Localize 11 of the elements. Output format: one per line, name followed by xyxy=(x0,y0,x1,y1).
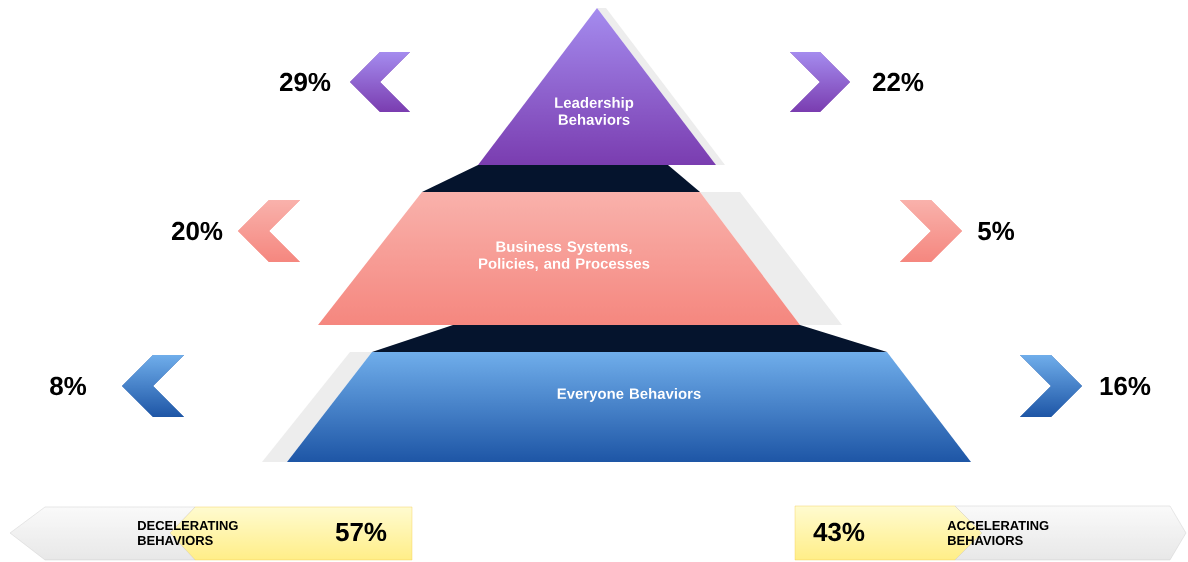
pyramid-tier: Leadership Behaviors xyxy=(478,8,725,165)
percentage-label: 5% xyxy=(978,221,1015,241)
arrow-band: ACCELERATING BEHAVIORS xyxy=(947,505,1187,561)
percentage-label: 20% xyxy=(172,221,223,241)
pyramid-tier: Everyone Behaviors xyxy=(262,325,971,462)
percentage-label: 16% xyxy=(1100,376,1151,396)
arrow-band: DECELERATING BEHAVIORS xyxy=(9,506,238,561)
percentage-label: 29% xyxy=(280,72,331,92)
pyramid-tier: Business Systems, Policies, and Processes xyxy=(318,165,842,325)
percentage-label: 8% xyxy=(50,376,87,396)
percentage-label: 22% xyxy=(872,72,924,92)
